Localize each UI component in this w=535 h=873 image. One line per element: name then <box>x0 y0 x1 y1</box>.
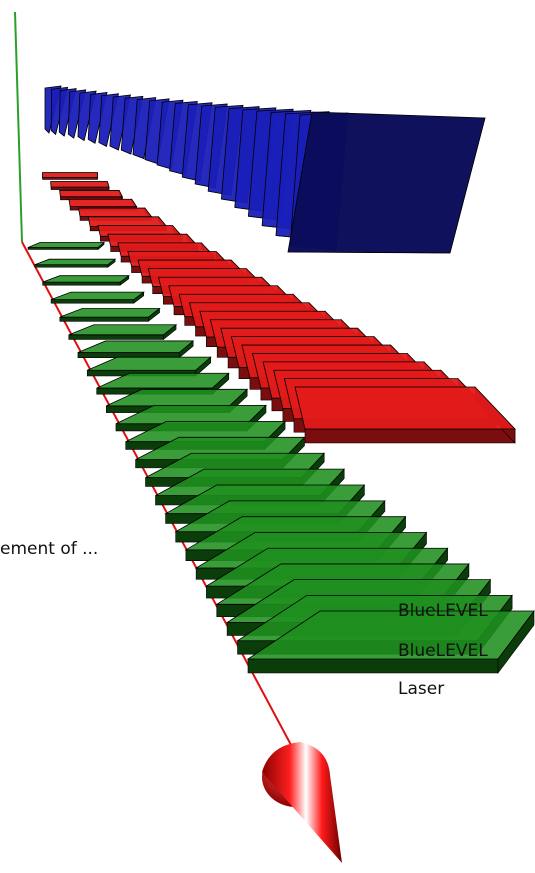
blue-plate-front <box>287 111 486 254</box>
green-plate <box>50 291 145 304</box>
legend-item-laser: Laser <box>398 679 445 699</box>
green-plate-stack <box>27 241 535 674</box>
legend-item-bluelevel-2: BlueLEVEL <box>398 641 488 661</box>
legend-item-bluelevel-1: BlueLEVEL <box>398 601 488 621</box>
red-plate <box>42 172 98 180</box>
red-plate <box>50 181 110 190</box>
green-plate <box>68 324 178 341</box>
green-plate <box>246 610 535 674</box>
green-plate <box>34 258 117 268</box>
green-plate <box>77 340 195 359</box>
red-plate <box>59 190 124 201</box>
blue-plate-stack <box>44 85 486 254</box>
green-plate <box>27 241 106 251</box>
figure-caption: ement of ... <box>0 539 99 559</box>
green-plate <box>42 275 130 286</box>
red-plate <box>294 386 516 444</box>
red-plate-stack <box>42 172 516 444</box>
cone-arrow-icon <box>262 742 342 863</box>
green-plate <box>59 307 161 322</box>
y-axis-line <box>14 11 23 243</box>
